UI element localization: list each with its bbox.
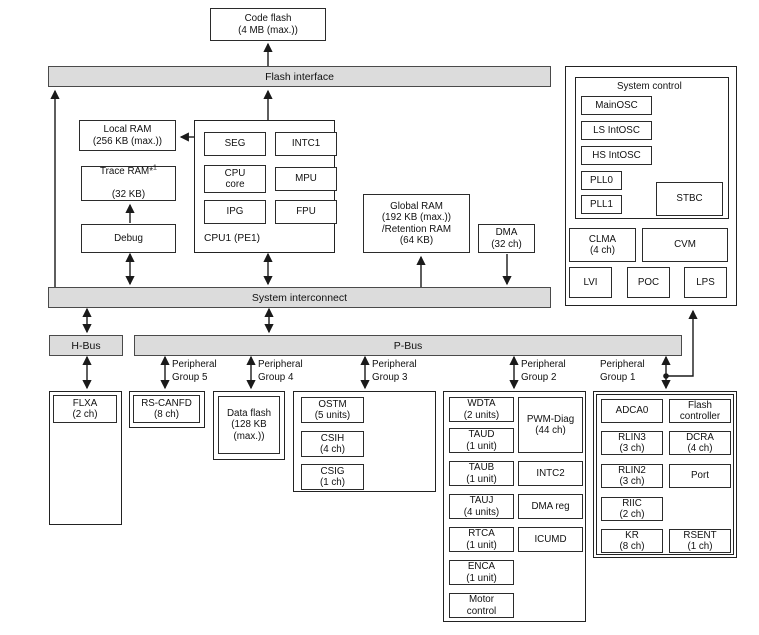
peripheral-group5-label: Peripheral Group 5	[172, 359, 217, 383]
tauj-box: TAUJ (4 units)	[449, 494, 514, 519]
csih-box: CSIH (4 ch)	[301, 431, 364, 457]
taub-box: TAUB (1 unit)	[449, 461, 514, 486]
data-flash-box: Data flash (128 KB (max.))	[218, 396, 280, 454]
flxa-box: FLXA (2 ch)	[53, 395, 117, 423]
lvi-box: LVI	[569, 267, 612, 298]
cpu1-label: CPU1 (PE1)	[204, 233, 261, 244]
rtca-box: RTCA (1 unit)	[449, 527, 514, 552]
riic-box: RIIC (2 ch)	[601, 497, 663, 521]
fpu-box: FPU	[275, 200, 337, 224]
flash-controller-box: Flash controller	[669, 399, 731, 423]
h-bus: H-Bus	[49, 335, 123, 356]
code-flash-box: Code flash (4 MB (max.))	[210, 8, 326, 41]
mpu-box: MPU	[275, 167, 337, 191]
rs-canfd-box: RS-CANFD (8 ch)	[133, 395, 200, 423]
system-control-title: System control	[617, 81, 682, 92]
trace-ram-footnote: 1	[153, 164, 157, 172]
pll1-box: PLL1	[581, 195, 622, 214]
trace-ram-size: (32 KB)	[111, 189, 146, 201]
trace-ram-box: Trace RAM*1 (32 KB)	[81, 164, 176, 201]
motor-control-box: Motor control	[449, 593, 514, 618]
trace-ram-label: Trace RAM*	[100, 166, 154, 178]
hs-intosc-box: HS IntOSC	[581, 146, 652, 165]
stbc-box: STBC	[656, 182, 723, 216]
flash-interface-bus: Flash interface	[48, 66, 551, 87]
system-interconnect-bus: System interconnect	[48, 287, 551, 308]
mainosc-box: MainOSC	[581, 96, 652, 115]
peripheral-group2-label: Peripheral Group 2	[521, 359, 566, 383]
csig-box: CSIG (1 ch)	[301, 464, 364, 490]
icumd-box: ICUMD	[518, 527, 583, 552]
intc1-box: INTC1	[275, 132, 337, 156]
dma-reg-box: DMA reg	[518, 494, 583, 519]
port-box: Port	[669, 464, 731, 488]
rlin3-box: RLIN3 (3 ch)	[601, 431, 663, 455]
cpu-core-box: CPU core	[204, 165, 266, 193]
p-bus: P-Bus	[134, 335, 682, 356]
intc2-box: INTC2	[518, 461, 583, 486]
debug-box: Debug	[81, 224, 176, 253]
enca-box: ENCA (1 unit)	[449, 560, 514, 585]
lps-box: LPS	[684, 267, 727, 298]
rsent-box: RSENT (1 ch)	[669, 529, 731, 553]
taud-box: TAUD (1 unit)	[449, 428, 514, 453]
poc-box: POC	[627, 267, 670, 298]
pll0-box: PLL0	[581, 171, 622, 190]
ostm-box: OSTM (5 units)	[301, 397, 364, 423]
clma-box: CLMA (4 ch)	[569, 228, 636, 262]
kr-box: KR (8 ch)	[601, 529, 663, 553]
dcra-box: DCRA (4 ch)	[669, 431, 731, 455]
ipg-box: IPG	[204, 200, 266, 224]
ls-intosc-box: LS IntOSC	[581, 121, 652, 140]
global-ram-box: Global RAM (192 KB (max.)) /Retention RA…	[363, 194, 470, 253]
peripheral-group1-label: Peripheral Group 1	[600, 359, 645, 383]
dma-box: DMA (32 ch)	[478, 224, 535, 253]
wdta-box: WDTA (2 units)	[449, 397, 514, 422]
pwm-diag-box: PWM-Diag (44 ch)	[518, 397, 583, 453]
local-ram-box: Local RAM (256 KB (max.))	[79, 120, 176, 151]
seg-box: SEG	[204, 132, 266, 156]
peripheral-group3-label: Peripheral Group 3	[372, 359, 417, 383]
adca0-box: ADCA0	[601, 399, 663, 423]
peripheral-group4-label: Peripheral Group 4	[258, 359, 303, 383]
cvm-box: CVM	[642, 228, 728, 262]
rlin2-box: RLIN2 (3 ch)	[601, 464, 663, 488]
